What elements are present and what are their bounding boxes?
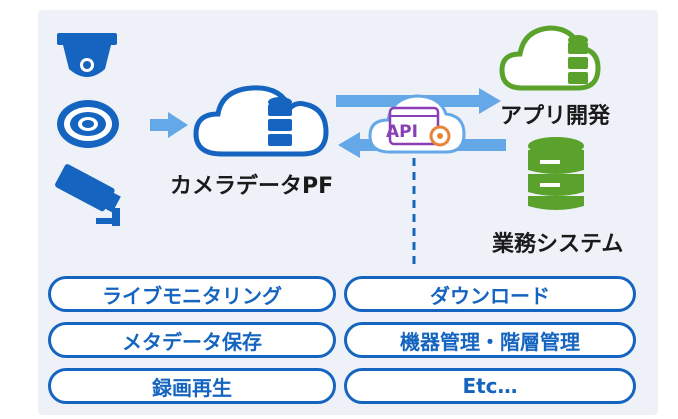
camera-platform-label: カメラデータPF [170, 174, 334, 199]
dashed-connector [412, 158, 416, 268]
api-gear-icon [368, 94, 466, 154]
feature-download: ダウンロード [344, 276, 636, 312]
cloud-database-green-icon [499, 25, 601, 91]
app-dev-label: アプリ開発 [500, 104, 611, 129]
cloud-database-icon [193, 85, 329, 157]
bullet-camera-icon [55, 164, 121, 226]
fisheye-camera-icon [57, 100, 119, 148]
database-green-icon [528, 137, 584, 210]
feature-etc: Etc… [344, 368, 636, 404]
feature-recording-playback: 録画再生 [48, 368, 336, 404]
business-system-label: 業務システム [492, 232, 624, 257]
arrow-to-platform-icon [150, 112, 188, 138]
dome-camera-icon [57, 33, 117, 77]
feature-live-monitoring: ライブモニタリング [48, 276, 336, 312]
feature-device-management: 機器管理・階層管理 [344, 322, 636, 358]
api-label: API [386, 122, 418, 142]
feature-metadata-storage: メタデータ保存 [48, 322, 336, 358]
